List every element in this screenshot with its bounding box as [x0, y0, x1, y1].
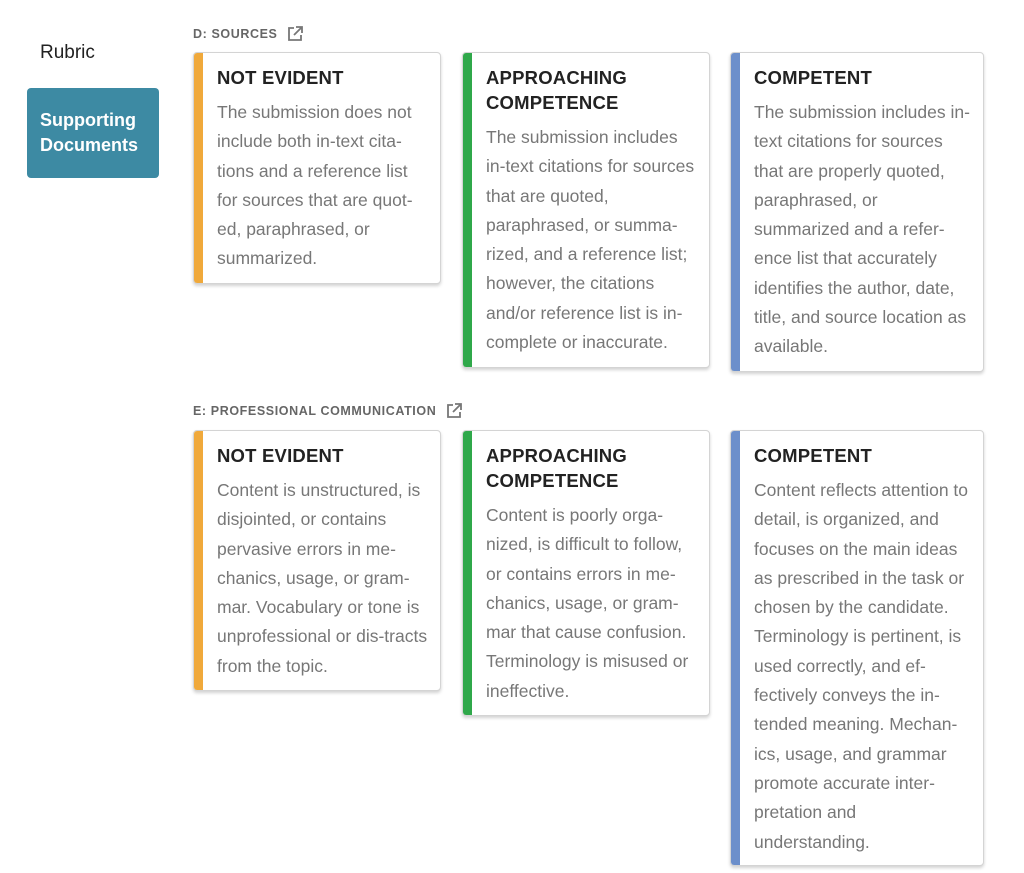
card-title: COMPETENT — [754, 67, 872, 88]
rubric-card-approaching-competence: APPROACHING COMPETENCE The submission in… — [462, 52, 710, 368]
sidebar-item-rubric[interactable]: Rubric — [40, 42, 95, 63]
card-description: The submission includes in-text citation… — [486, 127, 695, 353]
level-color-bar — [463, 53, 472, 367]
section-title: E: PROFESSIONAL COMMUNICATION — [193, 404, 437, 418]
rubric-card-approaching-competence: APPROACHING COMPETENCE Content is poorly… — [462, 430, 710, 716]
card-description: Content is poorly orga-nized, is difficu… — [486, 505, 689, 701]
level-color-bar — [194, 53, 203, 283]
sidebar: Rubric Supporting Documents — [27, 38, 159, 178]
rubric-card-not-evident: NOT EVIDENT Content is unstructured, is … — [193, 430, 441, 691]
rubric-card-competent: COMPETENT The submission includes in-tex… — [730, 52, 984, 372]
sidebar-item-supporting-documents[interactable]: Supporting Documents — [27, 88, 159, 178]
section-heading-sources: D: SOURCES — [193, 25, 304, 43]
level-color-bar — [731, 431, 740, 865]
level-color-bar — [463, 431, 472, 715]
card-title: COMPETENT — [754, 445, 872, 466]
sidebar-item-label-line2: Documents — [40, 135, 139, 155]
card-description: Content is unstructured, is disjointed, … — [217, 480, 428, 676]
card-title: APPROACHING COMPETENCE — [486, 67, 627, 113]
level-color-bar — [731, 53, 740, 371]
card-title: APPROACHING COMPETENCE — [486, 445, 627, 491]
external-link-icon[interactable] — [286, 25, 304, 43]
external-link-icon[interactable] — [445, 402, 463, 420]
rubric-card-competent: COMPETENT Content reflects attention to … — [730, 430, 984, 866]
card-description: The submission does not include both in-… — [217, 102, 413, 269]
section-title: D: SOURCES — [193, 27, 278, 41]
card-description: Content reflects attention to detail, is… — [754, 480, 969, 852]
card-description: The submission includes in-text citation… — [754, 102, 970, 357]
card-title: NOT EVIDENT — [217, 445, 344, 466]
section-heading-professional-communication: E: PROFESSIONAL COMMUNICATION — [193, 402, 463, 420]
sidebar-item-label-line1: Supporting — [40, 110, 136, 130]
card-title: NOT EVIDENT — [217, 67, 344, 88]
rubric-card-not-evident: NOT EVIDENT The submission does not incl… — [193, 52, 441, 284]
level-color-bar — [194, 431, 203, 690]
